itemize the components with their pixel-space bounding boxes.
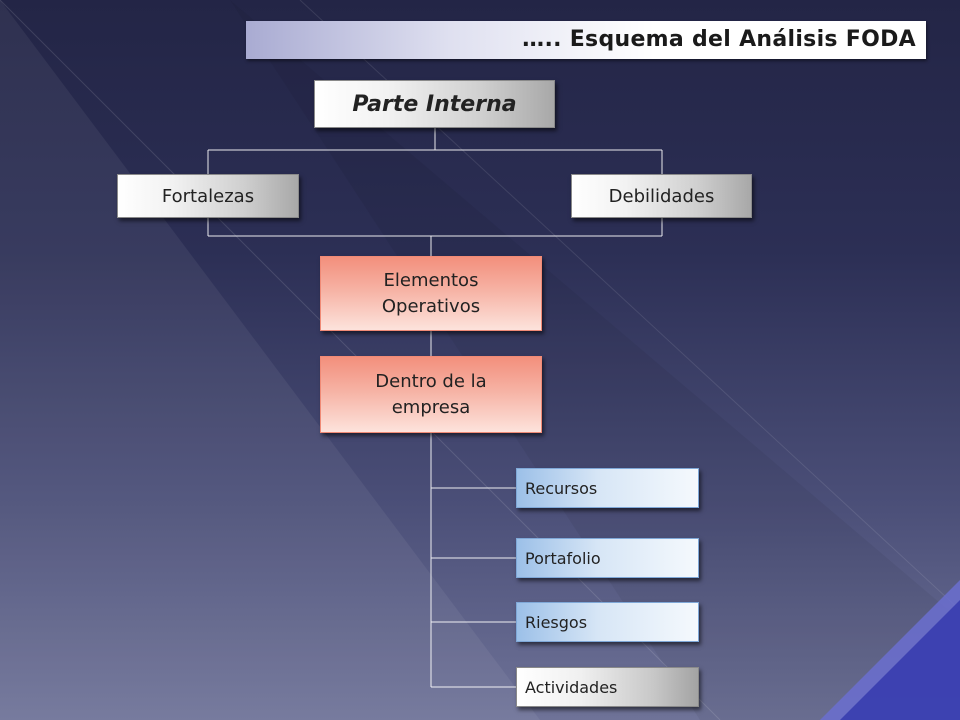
corner-triangle-front xyxy=(840,600,960,720)
node-fortalezas-label: Fortalezas xyxy=(161,185,255,207)
node-portafolio-label: Portafolio xyxy=(525,548,601,568)
node-elementos-operativos-line1: Elementos xyxy=(383,269,479,291)
node-fortalezas: Fortalezas xyxy=(117,174,299,218)
node-dentro-empresa-line2: empresa xyxy=(391,396,471,418)
node-recursos-label: Recursos xyxy=(525,478,598,498)
node-debilidades-label: Debilidades xyxy=(608,185,715,207)
node-riesgos-label: Riesgos xyxy=(525,612,588,632)
title-bar: ….. Esquema del Análisis FODA xyxy=(246,21,926,59)
slide-title: ….. Esquema del Análisis FODA xyxy=(522,27,916,52)
node-actividades-label: Actividades xyxy=(525,677,618,697)
node-dentro-empresa-line1: Dentro de la xyxy=(375,370,487,392)
node-portafolio: Portafolio xyxy=(516,538,699,578)
node-dentro-empresa: Dentro de la empresa xyxy=(320,356,542,433)
node-recursos: Recursos xyxy=(516,468,699,508)
node-elementos-operativos-line2: Operativos xyxy=(381,295,481,317)
node-riesgos: Riesgos xyxy=(516,602,699,642)
node-parte-interna: Parte Interna xyxy=(314,80,555,128)
node-parte-interna-label: Parte Interna xyxy=(352,91,517,117)
node-elementos-operativos: Elementos Operativos xyxy=(320,256,542,331)
node-actividades: Actividades xyxy=(516,667,699,707)
node-debilidades: Debilidades xyxy=(571,174,752,218)
